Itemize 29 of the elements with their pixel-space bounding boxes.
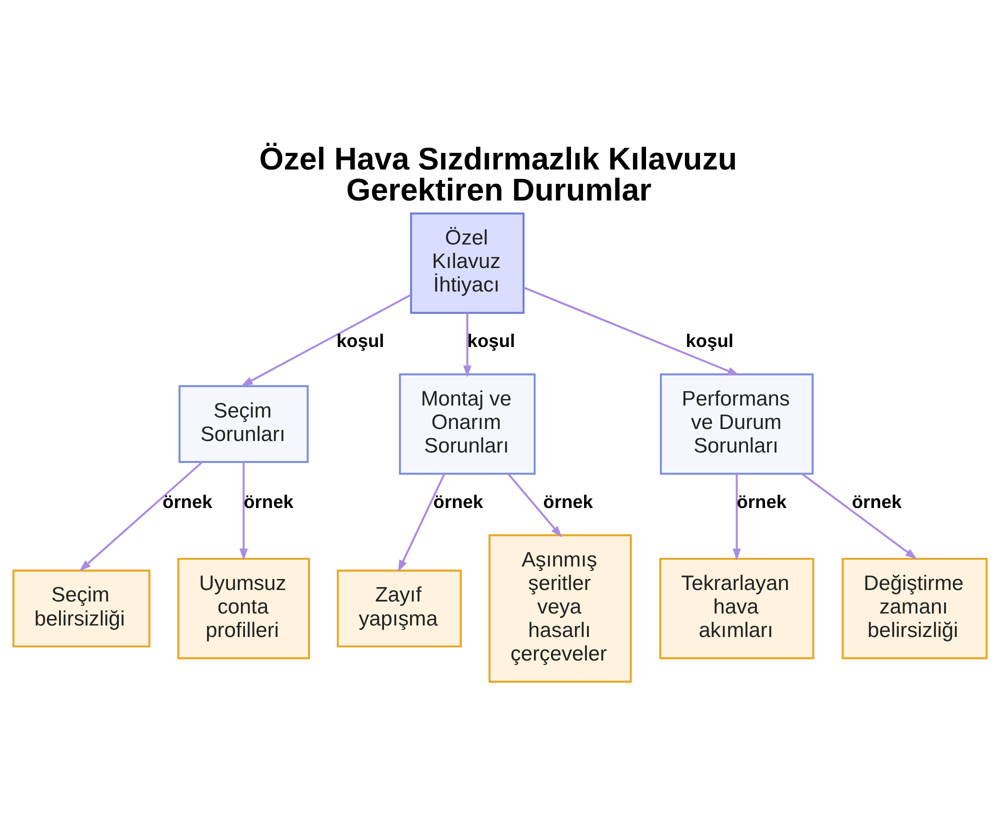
arrow: [79, 460, 203, 571]
edge-label: örnek: [244, 490, 294, 512]
edge-label: koşul: [686, 330, 734, 351]
arrow: [508, 472, 562, 538]
node-box: Aşınmış şeritler veya hasarlı çerçeveler: [488, 534, 632, 682]
edge-label: örnek: [433, 490, 484, 512]
node-box: Uyumsuz conta profilleri: [177, 557, 310, 659]
arrow: [241, 294, 412, 386]
edge-label: örnek: [736, 490, 787, 512]
node-box: Performans ve Durum Sorunları: [660, 372, 814, 474]
node-box: Zayıf yapışma: [336, 569, 462, 647]
edge-label: örnek: [852, 490, 902, 512]
edge-label: koşul: [336, 330, 384, 351]
arrow: [240, 462, 248, 560]
edge-label: örnek: [543, 490, 593, 512]
diagram-title: Özel Hava Sızdırmazlık Kılavuzu Gerektiren Durumlar: [259, 140, 738, 208]
node-box: Seçim belirsizliği: [12, 569, 150, 647]
arrow: [463, 312, 472, 377]
node-box: Seçim Sorunları: [178, 384, 309, 462]
edge-label: örnek: [162, 490, 212, 512]
arrow: [732, 473, 741, 560]
node-box: Özel Kılavuz İhtiyacı: [410, 212, 525, 314]
arrow: [398, 473, 446, 572]
edge-label: koşul: [467, 330, 516, 351]
arrow: [523, 286, 740, 375]
node-box: Tekrarlayan hava akımları: [659, 557, 814, 659]
node-box: Montaj ve Onarım Sorunları: [398, 372, 536, 474]
arrow: [801, 472, 918, 559]
node-box: Değiştirme zamanı belirsizliği: [842, 557, 988, 659]
